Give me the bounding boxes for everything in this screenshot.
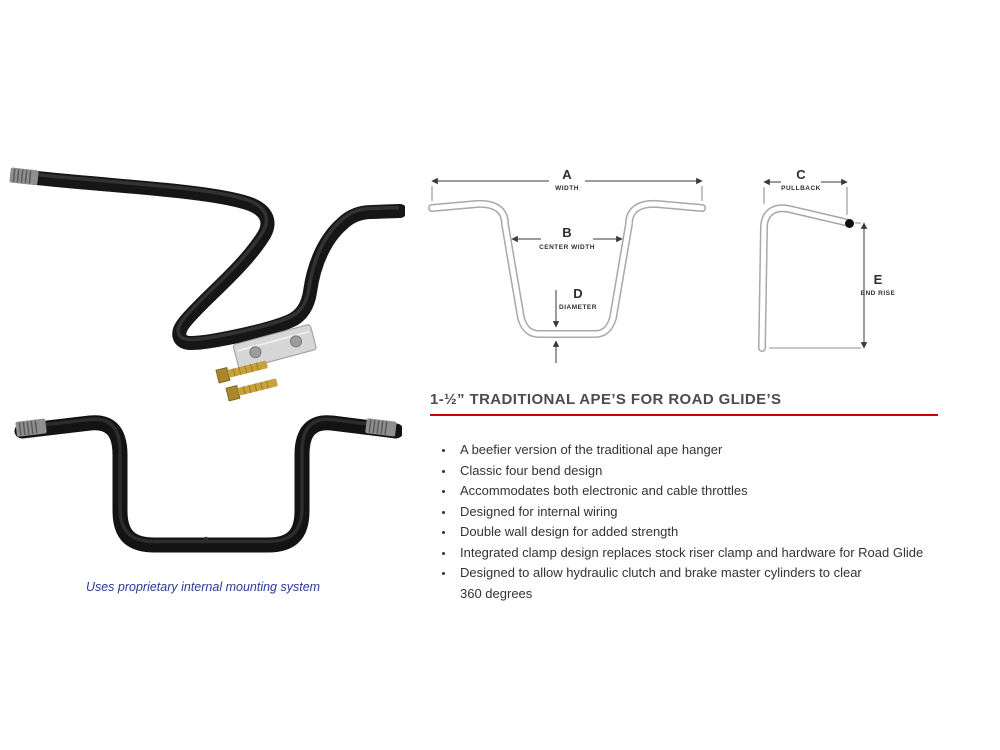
- dimension-a: A WIDTH: [431, 164, 703, 201]
- handlebar-tube-front: [14, 415, 402, 553]
- bottom-handlebar-photo: [14, 415, 402, 553]
- knurled-bar-end: [365, 418, 397, 437]
- feature-text: Designed to allow hydraulic clutch and b…: [460, 565, 862, 601]
- wiring-hole: [203, 536, 209, 542]
- feature-item: A beefier version of the traditional ape…: [455, 440, 981, 461]
- bar-end-dot: [845, 219, 854, 228]
- dim-caption-d: DIAMETER: [559, 304, 597, 311]
- dim-caption-a: WIDTH: [555, 185, 579, 192]
- dimension-e: E END RISE: [769, 222, 896, 349]
- mounting-bolt: [225, 378, 278, 402]
- feature-text: A beefier version of the traditional ape…: [460, 442, 723, 457]
- dim-caption-c: PULLBACK: [781, 185, 821, 192]
- side-view-diagram: C PULLBACK E END RISE: [758, 165, 896, 352]
- dimension-c: C PULLBACK: [763, 165, 848, 215]
- top-handlebar-photo: [9, 167, 405, 402]
- handlebar-outline-front: [428, 199, 706, 338]
- feature-list: A beefier version of the traditional ape…: [441, 440, 981, 604]
- dim-label-d: D: [573, 286, 582, 301]
- mounting-bolt: [215, 360, 268, 384]
- knurled-bar-end: [9, 167, 39, 186]
- red-divider: [430, 414, 938, 416]
- dim-caption-e: END RISE: [861, 290, 896, 297]
- photo-caption: Uses proprietary internal mounting syste…: [85, 580, 321, 594]
- front-view-diagram: A WIDTH B CENTER WIDTH D DIAMETER: [428, 164, 706, 363]
- feature-text: Classic four bend design: [460, 462, 603, 478]
- riser-clamp-block: [232, 324, 317, 370]
- dimension-d: D DIAMETER: [552, 286, 597, 363]
- feature-item: Designed for internal wiring: [455, 502, 981, 523]
- dim-label-e: E: [874, 272, 883, 287]
- feature-text: Integrated clamp design replaces stock r…: [460, 544, 924, 560]
- dim-caption-b: CENTER WIDTH: [539, 244, 595, 251]
- dim-label-c: C: [796, 167, 806, 182]
- dim-label-b: B: [562, 225, 571, 240]
- handlebar-tube-angled: [10, 169, 405, 350]
- dim-label-a: A: [562, 167, 572, 182]
- feature-text: Accommodates both electronic and cable t…: [460, 483, 748, 498]
- dimension-b: B CENTER WIDTH: [511, 223, 623, 253]
- product-heading: 1-½” TRADITIONAL APE’S FOR ROAD GLIDE’S: [430, 391, 782, 408]
- feature-item: Double wall design for added strength: [455, 522, 981, 543]
- feature-item: Accommodates both electronic and cable t…: [455, 481, 981, 502]
- feature-item: Integrated clamp design replaces stock r…: [455, 543, 981, 564]
- feature-text: Double wall design for added strength: [460, 524, 679, 539]
- knurled-bar-end: [15, 418, 47, 437]
- feature-text: Designed for internal wiring: [460, 503, 618, 519]
- feature-item: Designed to allow hydraulic clutch and b…: [455, 563, 981, 604]
- feature-item: Classic four bend design: [455, 461, 981, 482]
- handlebar-outline-side: [758, 204, 854, 352]
